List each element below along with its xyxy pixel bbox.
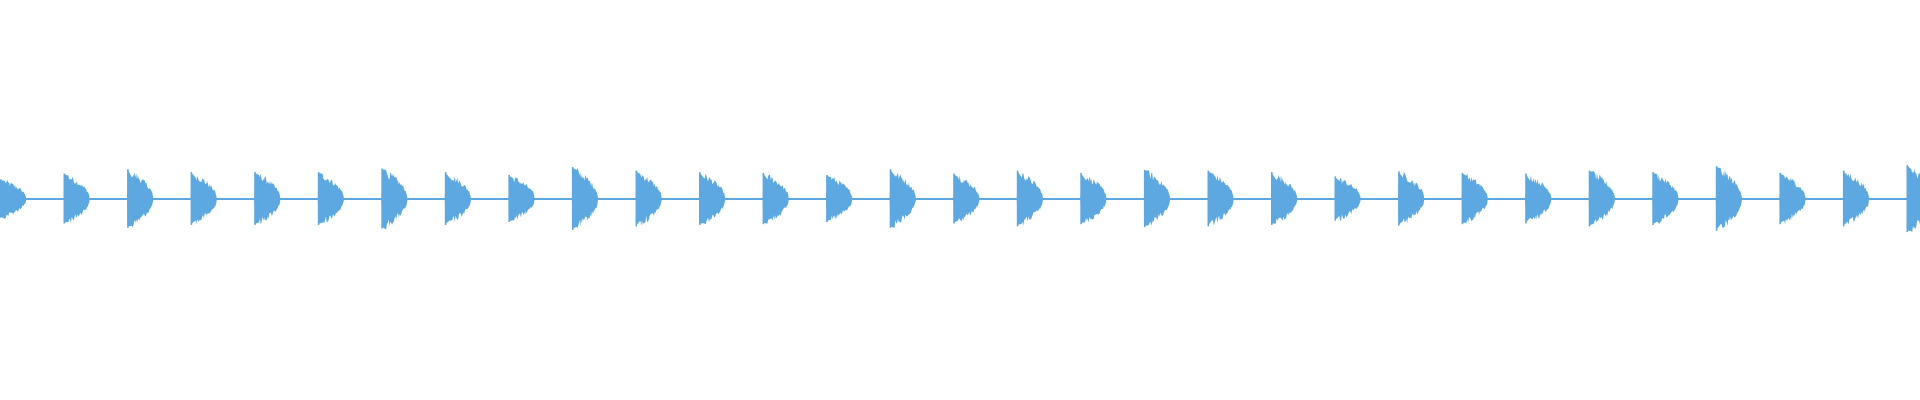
waveform-burst [1842, 171, 1869, 225]
waveform-burst [508, 176, 535, 221]
waveform-burst [1334, 177, 1361, 221]
waveform-burst [1461, 173, 1488, 223]
waveform-burst [1080, 173, 1107, 223]
waveform-burst [1588, 171, 1615, 225]
waveform-burst [127, 170, 154, 228]
waveform-burst [635, 171, 662, 226]
waveform-burst [1779, 173, 1806, 225]
waveform-burst [444, 173, 471, 224]
waveform-burst [953, 174, 980, 223]
waveform-burst [826, 176, 853, 221]
waveform-burst [1652, 173, 1679, 224]
waveform-burst [1906, 165, 1920, 233]
waveform-burst [381, 169, 408, 230]
waveform-burst [699, 173, 725, 225]
waveform-burst [1143, 170, 1170, 226]
waveform-burst [1525, 174, 1552, 223]
waveform-burst [1398, 172, 1425, 225]
waveform-burst [317, 173, 344, 224]
waveform-burst [190, 173, 217, 225]
waveform-burst [1715, 167, 1742, 230]
waveform-burst [0, 180, 26, 219]
waveform-burst [63, 174, 90, 223]
waveform-burst [254, 173, 281, 225]
waveform-burst [1016, 171, 1043, 226]
waveform-burst [889, 170, 916, 228]
waveform-burst [1207, 171, 1234, 226]
waveform-bursts [0, 164, 1920, 233]
waveform-burst [571, 168, 598, 229]
waveform-burst [1271, 173, 1297, 224]
waveform-burst [762, 173, 789, 224]
